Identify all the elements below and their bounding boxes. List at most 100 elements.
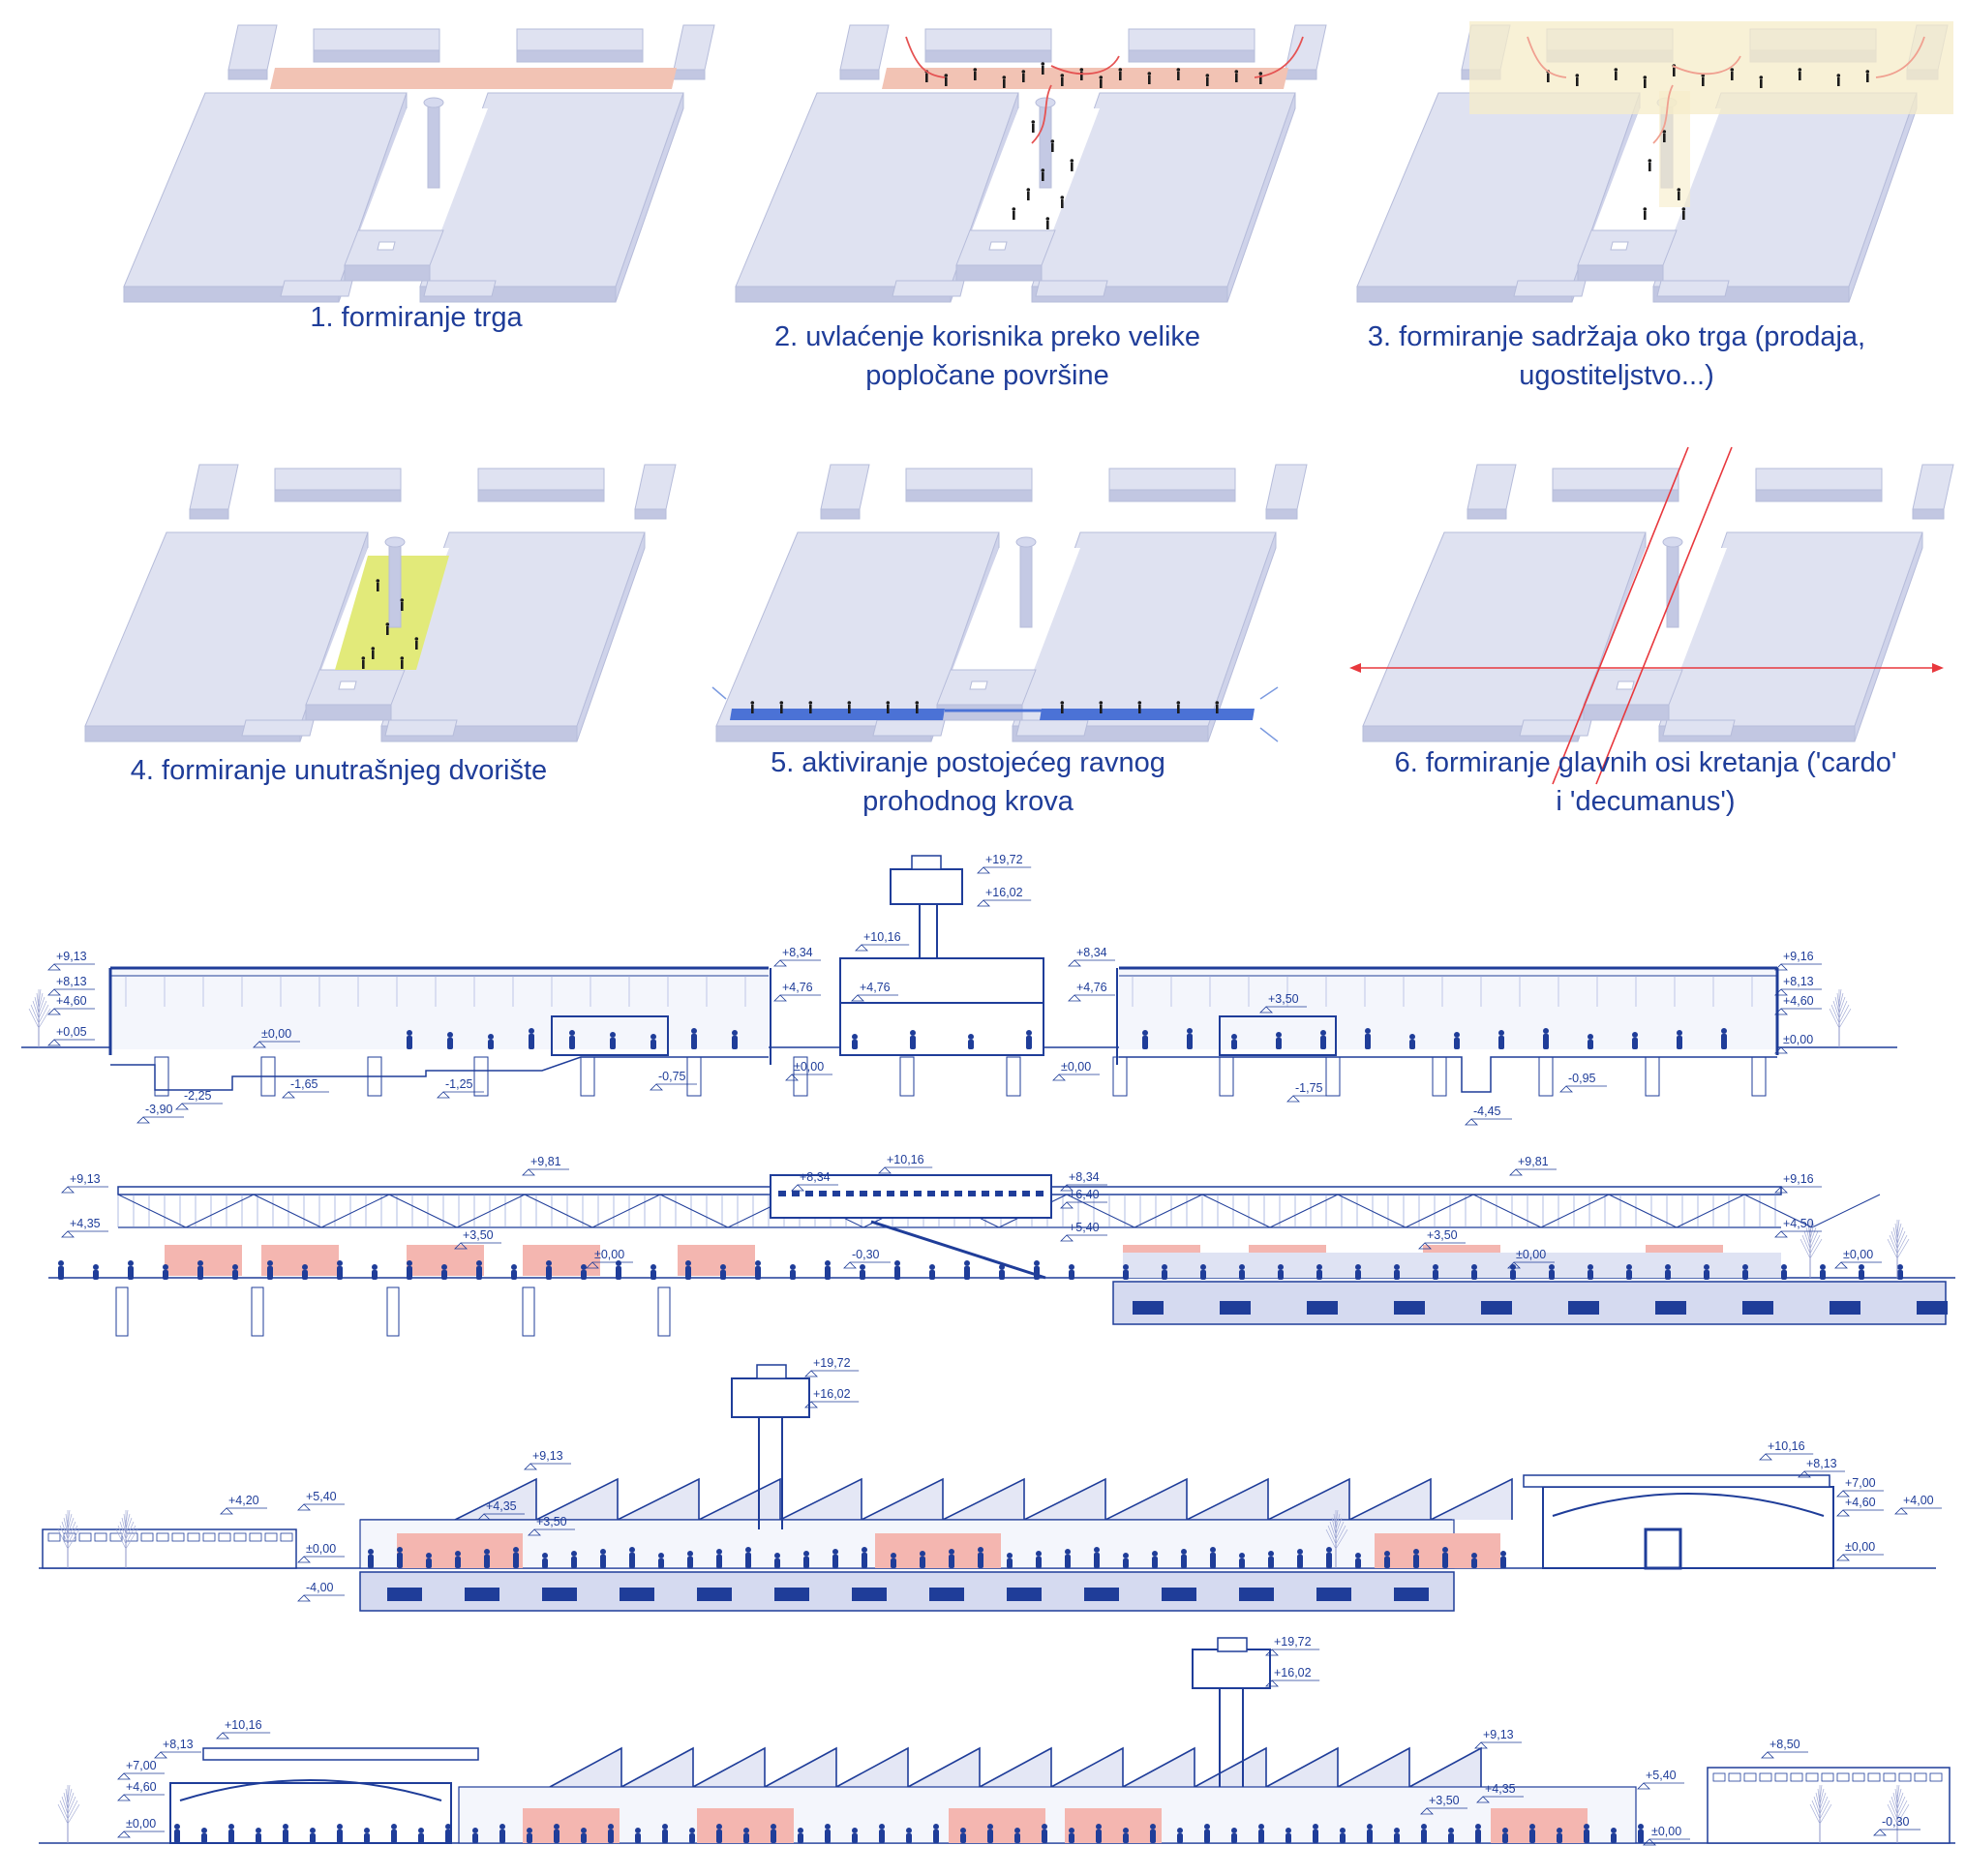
central-window bbox=[995, 1191, 1003, 1196]
person-head bbox=[1007, 1553, 1013, 1558]
person-head bbox=[1123, 1828, 1129, 1833]
person-head bbox=[1394, 1264, 1400, 1270]
commerce-zone bbox=[1469, 21, 1953, 114]
small-block bbox=[1285, 24, 1327, 71]
foundation-pier bbox=[473, 1056, 489, 1097]
low-building-window bbox=[171, 1532, 185, 1542]
person-head bbox=[608, 1824, 614, 1830]
person-head bbox=[1079, 68, 1084, 72]
person-silhouette bbox=[58, 1266, 64, 1280]
tree-branch bbox=[1838, 988, 1842, 1005]
person-head bbox=[732, 1030, 738, 1036]
step-1-caption-line-1: 1. formiranje trga bbox=[310, 302, 523, 333]
tree-branch bbox=[38, 1008, 51, 1029]
person-figure bbox=[1119, 72, 1122, 80]
person-head bbox=[689, 1828, 695, 1833]
foundation-pier bbox=[522, 1286, 535, 1337]
person-head bbox=[571, 1551, 577, 1557]
level-marker bbox=[855, 944, 868, 952]
movement-arrow bbox=[1254, 36, 1304, 78]
entrance-block-front bbox=[936, 704, 1023, 721]
spark-line bbox=[1259, 686, 1279, 700]
person-silhouette bbox=[1557, 1833, 1562, 1843]
person-head bbox=[174, 1824, 180, 1830]
person-silhouette bbox=[1042, 1830, 1047, 1843]
person-head bbox=[1210, 1547, 1216, 1553]
foundation-pier bbox=[899, 1056, 915, 1097]
person-head bbox=[1316, 1264, 1322, 1270]
truss-diagonal bbox=[388, 1194, 458, 1228]
courtyard-ground bbox=[972, 108, 1100, 230]
person-silhouette bbox=[1588, 1040, 1593, 1049]
person-head bbox=[1034, 1260, 1040, 1266]
entrance-block-front bbox=[955, 264, 1043, 282]
person-head bbox=[488, 1034, 494, 1040]
person-head bbox=[1285, 1828, 1291, 1833]
sawtooth-roof bbox=[549, 1746, 1482, 1789]
level-marker bbox=[1774, 988, 1788, 996]
foundation-pier bbox=[686, 1056, 702, 1097]
person-figure bbox=[1013, 211, 1015, 220]
level-label: -0,95 bbox=[1568, 1072, 1596, 1085]
cardo-axis bbox=[1595, 446, 1733, 785]
person-head bbox=[803, 1551, 809, 1557]
level-marker bbox=[1798, 1470, 1811, 1478]
person-head bbox=[232, 1264, 238, 1270]
person-head bbox=[337, 1260, 343, 1266]
level-marker bbox=[454, 1242, 468, 1250]
person-head bbox=[1648, 159, 1652, 163]
level-marker bbox=[216, 1732, 229, 1740]
tree-branch bbox=[1896, 1784, 1900, 1800]
person-silhouette bbox=[232, 1270, 238, 1280]
level-label: ±0,00 bbox=[1651, 1825, 1681, 1838]
roof-block-side bbox=[477, 489, 605, 502]
person-silhouette bbox=[1142, 1036, 1148, 1049]
small-block-side bbox=[1265, 508, 1298, 520]
person-silhouette bbox=[1340, 1833, 1346, 1843]
truss-diagonal bbox=[1472, 1194, 1542, 1228]
market-stall bbox=[261, 1245, 339, 1276]
tree-branch bbox=[67, 1521, 76, 1540]
level-label: -2,25 bbox=[184, 1089, 212, 1103]
person-silhouette bbox=[987, 1830, 993, 1843]
level-label: ±0,00 bbox=[306, 1542, 336, 1556]
building-block-right-side bbox=[1226, 92, 1296, 303]
person-silhouette bbox=[662, 1830, 668, 1843]
person-head bbox=[1258, 1824, 1264, 1830]
person-head bbox=[426, 1553, 432, 1558]
entrance-link bbox=[241, 719, 315, 737]
person-figure bbox=[1678, 192, 1680, 200]
level-marker bbox=[117, 1772, 131, 1780]
person-silhouette bbox=[1584, 1830, 1589, 1843]
low-building-window bbox=[94, 1532, 107, 1542]
person-figure bbox=[1061, 77, 1064, 86]
foundation-pier bbox=[1645, 1056, 1660, 1097]
person-head bbox=[716, 1824, 722, 1830]
person-head bbox=[978, 1547, 983, 1553]
person-silhouette bbox=[1014, 1833, 1020, 1843]
person-head bbox=[1041, 62, 1045, 66]
person-head bbox=[58, 1260, 64, 1266]
tree-branch bbox=[67, 1509, 71, 1526]
person-silhouette bbox=[1204, 1830, 1210, 1843]
courtyard-ground bbox=[1599, 548, 1727, 670]
low-building-window bbox=[1712, 1772, 1726, 1782]
level-label: +4,60 bbox=[1783, 994, 1814, 1008]
level-label: +8,13 bbox=[1783, 975, 1814, 988]
person-head bbox=[1781, 1264, 1787, 1270]
level-marker bbox=[1759, 1453, 1772, 1461]
person-figure bbox=[1022, 74, 1025, 82]
movement-arrow bbox=[1672, 55, 1741, 76]
person-head bbox=[476, 1260, 482, 1266]
person-silhouette bbox=[832, 1555, 838, 1568]
person-head bbox=[1069, 1264, 1074, 1270]
central-window bbox=[914, 1191, 922, 1196]
foundation-pier bbox=[154, 1056, 169, 1097]
parked-car bbox=[1084, 1588, 1119, 1601]
tree-branch bbox=[121, 1517, 127, 1535]
person-silhouette bbox=[569, 1036, 575, 1049]
person-head bbox=[964, 1260, 970, 1266]
central-window bbox=[982, 1191, 989, 1196]
person-silhouette bbox=[571, 1557, 577, 1568]
level-marker bbox=[1060, 1201, 1074, 1209]
